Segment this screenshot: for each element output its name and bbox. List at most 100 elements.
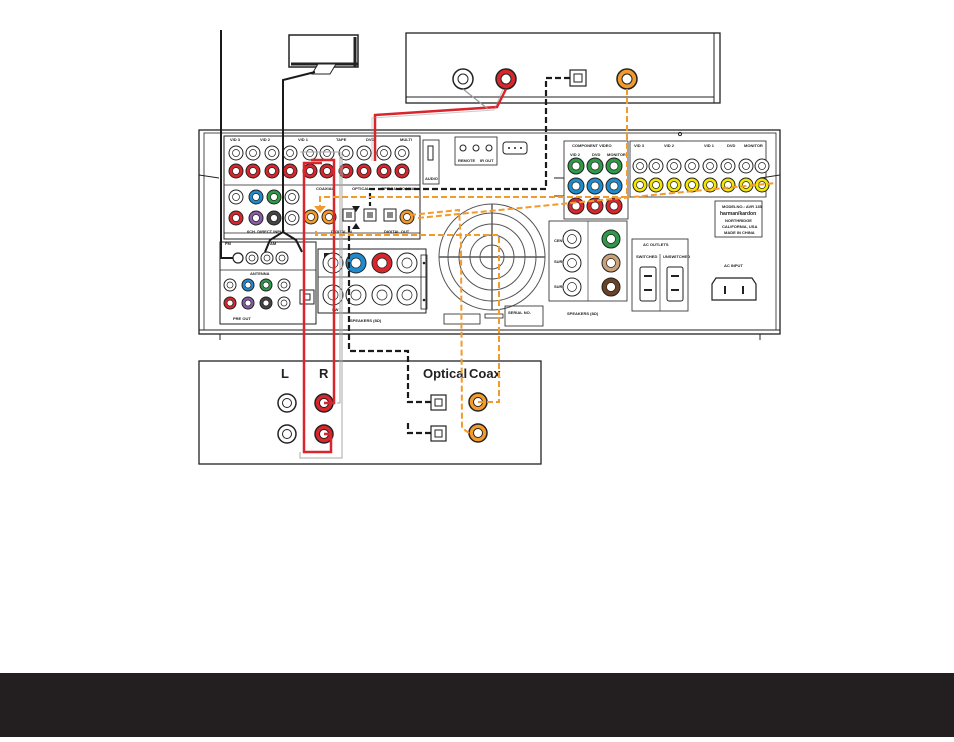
coax-digital-in-2[interactable] bbox=[321, 209, 337, 225]
model-line-4: CALIFORNIA, USA bbox=[722, 224, 757, 229]
pre-out-jack-bottom-3[interactable] bbox=[259, 296, 273, 310]
audio-in-jack-red-8[interactable] bbox=[356, 163, 372, 179]
pre-out-jack-top-1[interactable] bbox=[223, 278, 237, 292]
audio-in-jack-red-9[interactable] bbox=[376, 163, 392, 179]
brand-label: harman/kardon bbox=[720, 211, 756, 217]
speaker-terminal-top-4[interactable] bbox=[396, 252, 418, 274]
bottom-jack-l-1[interactable] bbox=[277, 393, 297, 413]
speaker-right-pos-3[interactable] bbox=[601, 277, 621, 297]
audio-in-jack-red-3[interactable] bbox=[264, 163, 280, 179]
am-label: AM bbox=[270, 241, 277, 246]
audio-in-jack-red-4[interactable] bbox=[282, 163, 298, 179]
audio-in-jack-white-1[interactable] bbox=[228, 145, 244, 161]
coax-digital-in-1[interactable] bbox=[303, 209, 319, 225]
audio-in-jack-white-3[interactable] bbox=[264, 145, 280, 161]
component-pb-3[interactable] bbox=[605, 177, 623, 195]
s-video-jack-6[interactable] bbox=[720, 158, 736, 174]
bottom-label-coax: Coax bbox=[469, 366, 502, 381]
speaker-terminal-bottom-3[interactable] bbox=[371, 284, 393, 306]
s-video-jack-3[interactable] bbox=[666, 158, 682, 174]
audio-in-jack-red-2[interactable] bbox=[245, 163, 261, 179]
bottom-label-optical: Optical bbox=[423, 366, 467, 381]
speaker-terminal-bottom-4[interactable] bbox=[396, 284, 418, 306]
component-y-1[interactable] bbox=[567, 157, 585, 175]
six-ch-jack-top-1[interactable] bbox=[228, 189, 244, 205]
s-video-jack-2[interactable] bbox=[648, 158, 664, 174]
speaker-right-pos-2[interactable] bbox=[601, 253, 621, 273]
audio-in-jack-red-6[interactable] bbox=[319, 163, 335, 179]
bottom-optical-jack-2[interactable] bbox=[430, 425, 447, 442]
audio-in-jack-white-7[interactable] bbox=[338, 145, 354, 161]
bottom-optical-jack-1[interactable] bbox=[430, 394, 447, 411]
audio-in-jack-white-5[interactable] bbox=[302, 145, 318, 161]
composite-video-jack-5[interactable] bbox=[702, 177, 718, 193]
s-video-jack-8[interactable] bbox=[754, 158, 770, 174]
speaker-right-neg-2[interactable] bbox=[562, 253, 582, 273]
component-y-2[interactable] bbox=[586, 157, 604, 175]
audio-in-jack-red-7[interactable] bbox=[338, 163, 354, 179]
audio-in-jack-white-2[interactable] bbox=[245, 145, 261, 161]
audio-in-jack-white-4[interactable] bbox=[282, 145, 298, 161]
six-ch-jack-bottom-4[interactable] bbox=[284, 210, 300, 226]
s-video-jack-7[interactable] bbox=[738, 158, 754, 174]
antenna-jack-3[interactable] bbox=[275, 251, 289, 265]
pre-out-jack-top-3[interactable] bbox=[259, 278, 273, 292]
coax-digital-out[interactable] bbox=[399, 209, 415, 225]
speaker-right-neg-3[interactable] bbox=[562, 277, 582, 297]
composite-video-jack-6[interactable] bbox=[720, 177, 736, 193]
audio-in-jack-white-9[interactable] bbox=[376, 145, 392, 161]
audio-in-jack-white-6[interactable] bbox=[319, 145, 335, 161]
speaker-terminal-bottom-2[interactable] bbox=[345, 284, 367, 306]
composite-video-jack-1[interactable] bbox=[632, 177, 648, 193]
footer-bar bbox=[0, 673, 954, 737]
bottom-jack-l-2[interactable] bbox=[277, 424, 297, 444]
s-video-jack-5[interactable] bbox=[702, 158, 718, 174]
pre-out-jack-bottom-1[interactable] bbox=[223, 296, 237, 310]
component-pb-1[interactable] bbox=[567, 177, 585, 195]
optical-arrow-2 bbox=[352, 223, 360, 229]
component-y-3[interactable] bbox=[605, 157, 623, 175]
antenna-jack-1[interactable] bbox=[245, 251, 259, 265]
cen-label: CEN bbox=[554, 238, 563, 243]
speakers-left-label: SPEAKERS (8Ω) bbox=[350, 318, 382, 323]
six-ch-jack-bottom-3[interactable] bbox=[266, 210, 282, 226]
coax-arrow-1 bbox=[314, 206, 326, 213]
component-pb-2[interactable] bbox=[586, 177, 604, 195]
six-ch-jack-bottom-2[interactable] bbox=[248, 210, 264, 226]
composite-video-jack-3[interactable] bbox=[666, 177, 682, 193]
audio-in-jack-red-1[interactable] bbox=[228, 163, 244, 179]
pre-out-jack-bottom-4[interactable] bbox=[277, 296, 291, 310]
speaker-terminal-top-2[interactable] bbox=[345, 252, 367, 274]
top-jack-label-1: VID 3 bbox=[230, 137, 241, 142]
ac-input-socket bbox=[711, 277, 757, 301]
video-label-5: MONITOR bbox=[744, 143, 763, 148]
six-ch-jack-top-4[interactable] bbox=[284, 189, 300, 205]
video-label-3: VID 1 bbox=[704, 143, 715, 148]
ir-out-label: IR OUT bbox=[480, 158, 494, 163]
speaker-right-neg-1[interactable] bbox=[562, 229, 582, 249]
bottom-coax-jack-2[interactable] bbox=[468, 423, 488, 443]
antenna-jack-2[interactable] bbox=[260, 251, 274, 265]
s-video-jack-4[interactable] bbox=[684, 158, 700, 174]
pre-out-jack-bottom-2[interactable] bbox=[241, 296, 255, 310]
six-ch-jack-top-2[interactable] bbox=[248, 189, 264, 205]
pre-out-jack-top-2[interactable] bbox=[241, 278, 255, 292]
digital-in-label: DIGITAL IN bbox=[331, 229, 352, 234]
switched-label: SWITCHED bbox=[636, 254, 657, 259]
six-ch-jack-top-3[interactable] bbox=[266, 189, 282, 205]
component-label-3: MONITOR bbox=[607, 152, 626, 157]
s-video-jack-1[interactable] bbox=[632, 158, 648, 174]
speaker-right-pos-1[interactable] bbox=[601, 229, 621, 249]
composite-video-jack-2[interactable] bbox=[648, 177, 664, 193]
unswitched-label: UNSWITCHED bbox=[663, 254, 690, 259]
speaker-terminal-top-3[interactable] bbox=[371, 252, 393, 274]
component-pr-1[interactable] bbox=[567, 197, 585, 215]
audio-in-jack-white-8[interactable] bbox=[356, 145, 372, 161]
serial-no-label: SERIAL NO. bbox=[508, 310, 531, 315]
antenna-fm-jack[interactable] bbox=[232, 252, 244, 264]
audio-in-jack-white-10[interactable] bbox=[394, 145, 410, 161]
pre-out-jack-top-4[interactable] bbox=[277, 278, 291, 292]
component-pr-3[interactable] bbox=[605, 197, 623, 215]
audio-in-jack-red-10[interactable] bbox=[394, 163, 410, 179]
six-ch-jack-bottom-1[interactable] bbox=[228, 210, 244, 226]
